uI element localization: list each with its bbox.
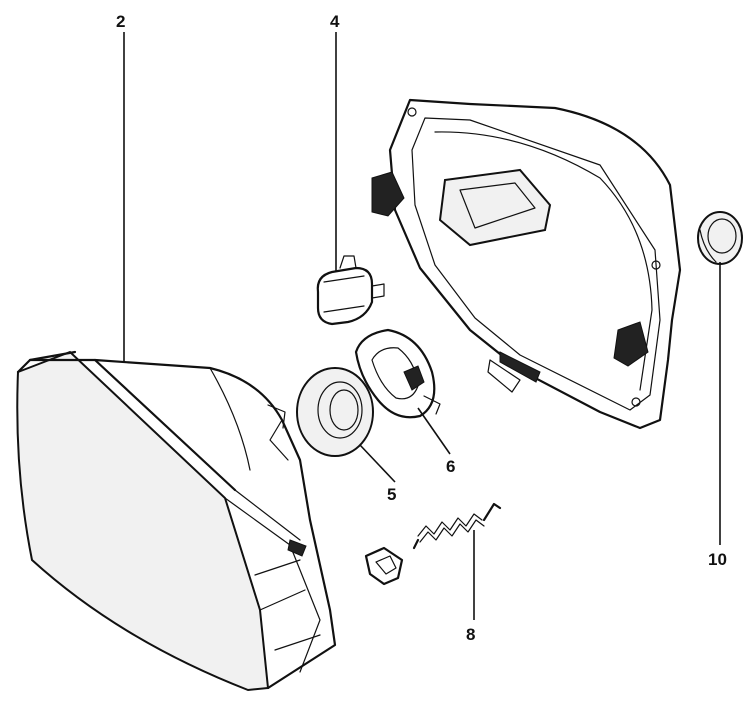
rubber-cap (697, 211, 743, 265)
bulb (316, 255, 385, 326)
callout-4: 4 (330, 12, 340, 31)
callout-10: 10 (708, 550, 727, 569)
adjusting-spring (412, 502, 502, 550)
leader-line-5 (359, 444, 396, 483)
mounting-frame (371, 98, 682, 430)
callout-2: 2 (116, 12, 125, 31)
leader-line-6 (417, 407, 451, 455)
callout-5: 5 (387, 485, 396, 504)
spring-clip (364, 546, 404, 586)
retaining-ring (354, 328, 441, 419)
headlamp-unit (16, 350, 337, 692)
sealing-ring (296, 367, 374, 457)
callout-6: 6 (446, 457, 455, 476)
callout-8: 8 (466, 625, 475, 644)
